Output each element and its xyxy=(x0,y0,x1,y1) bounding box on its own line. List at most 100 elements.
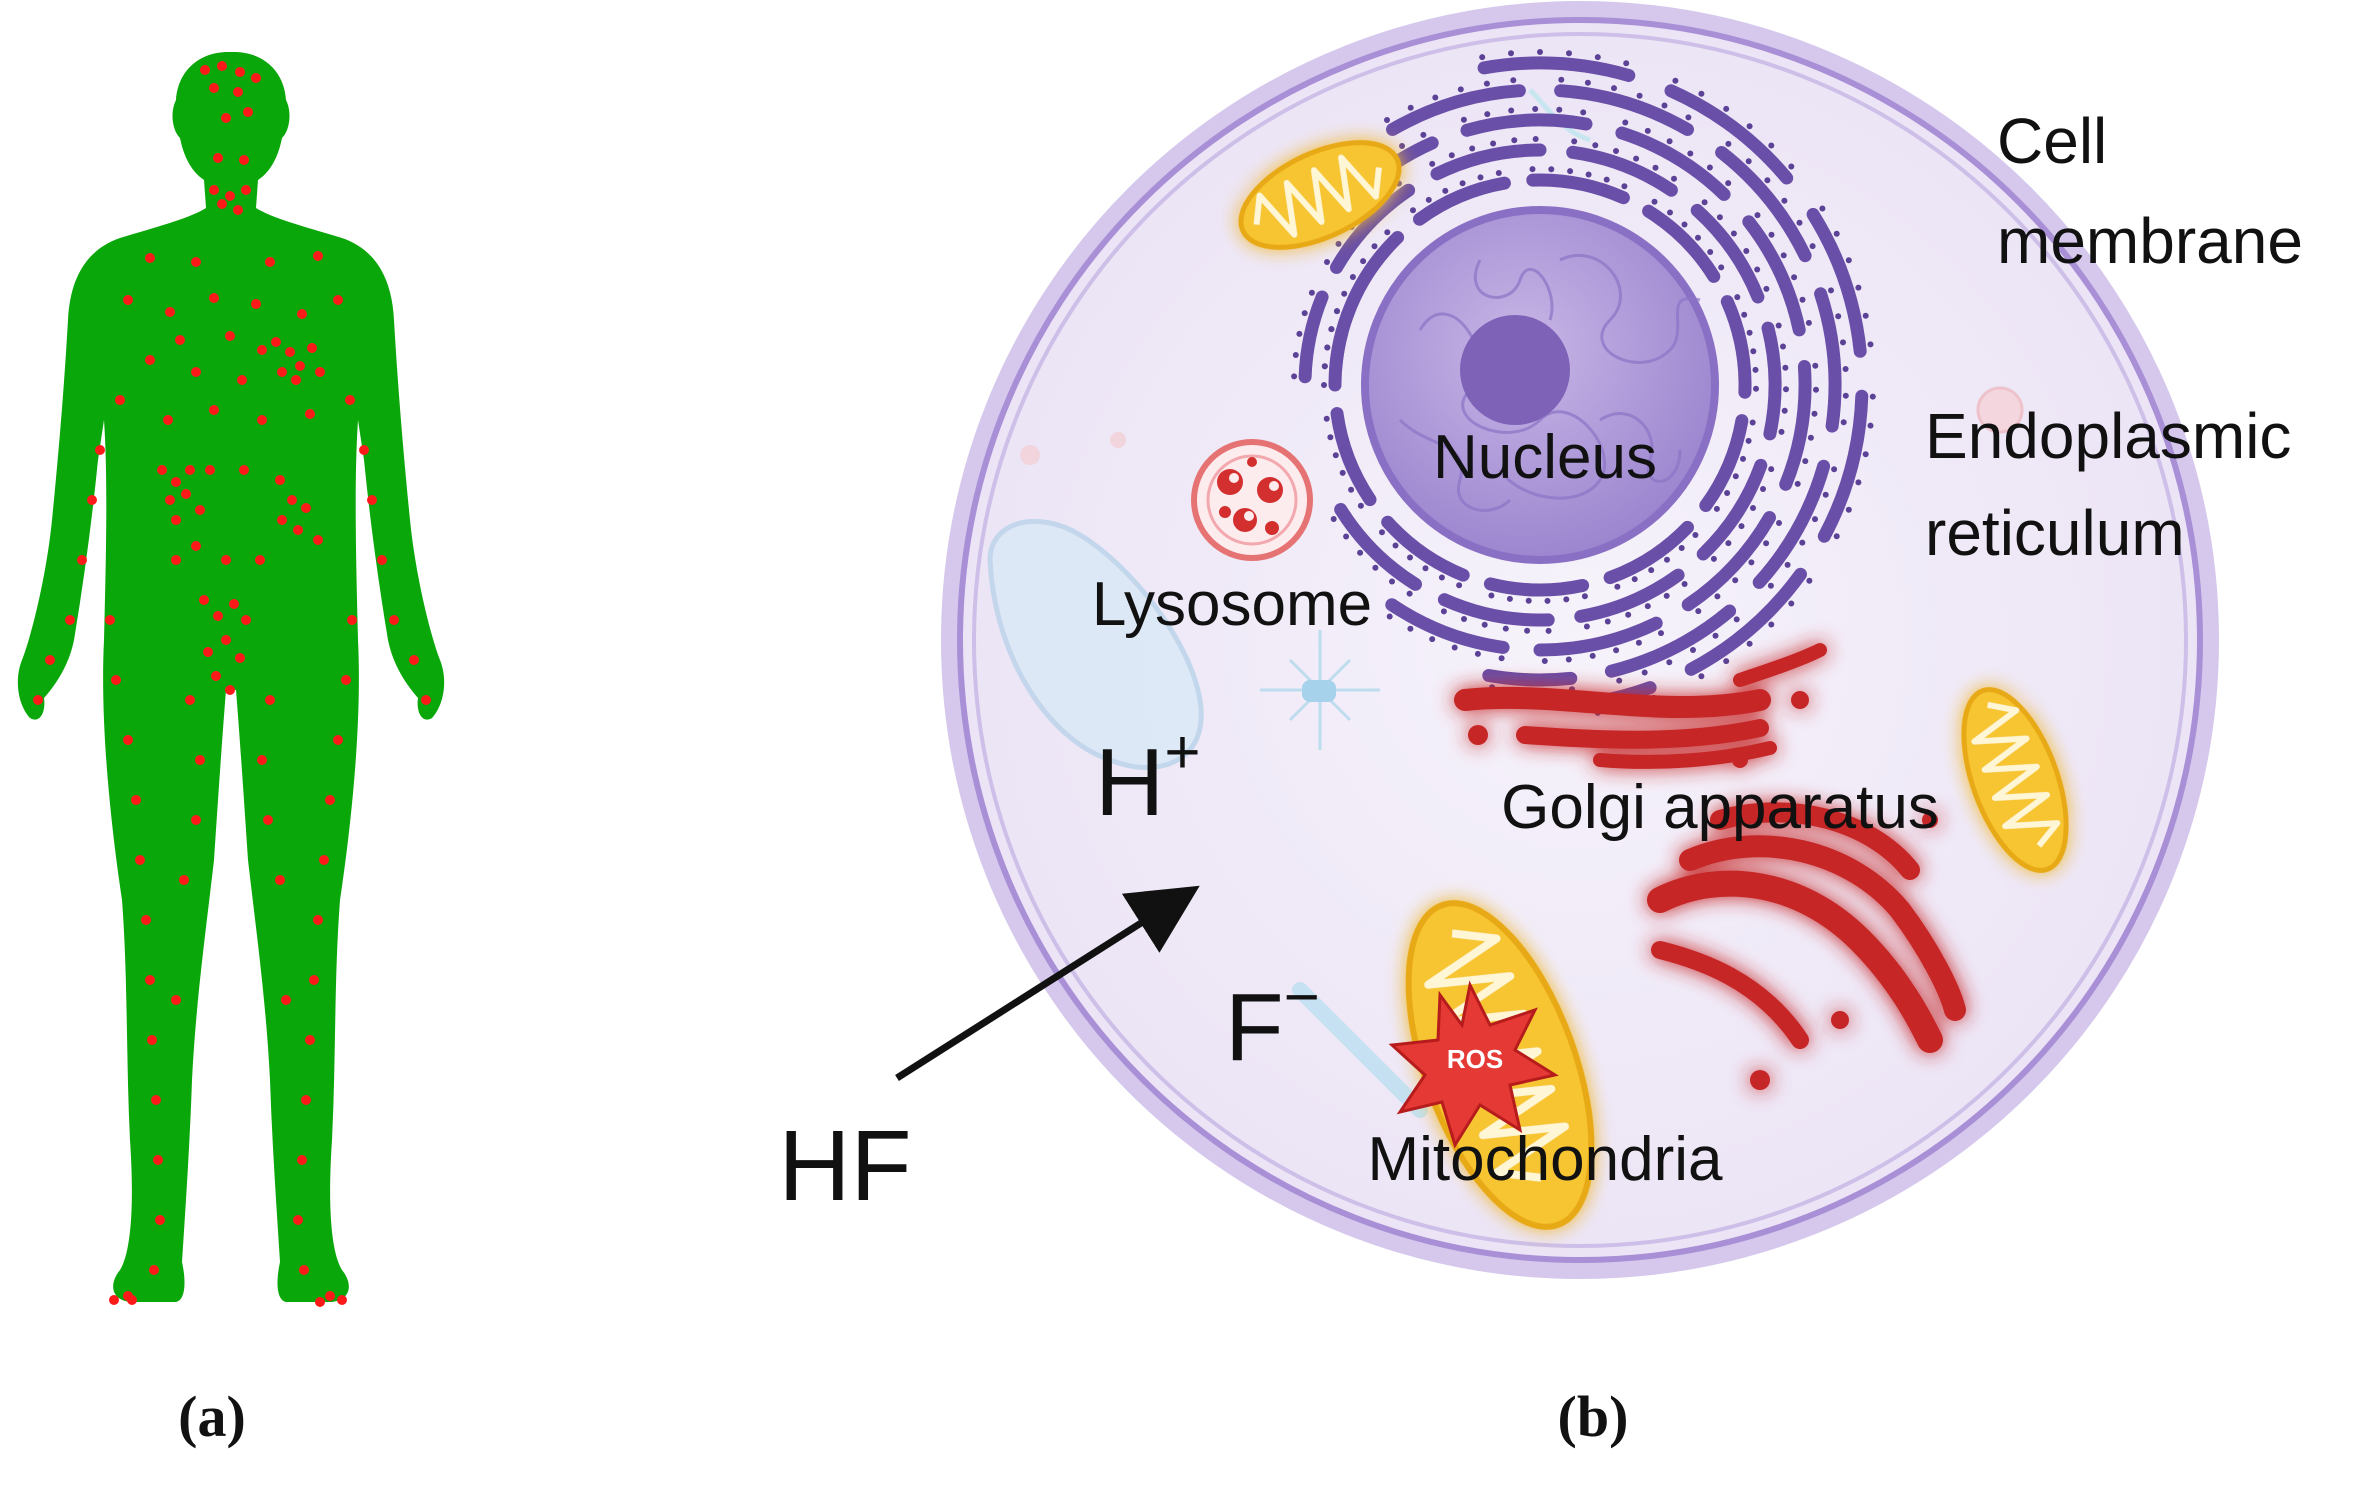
body-spot xyxy=(325,795,335,805)
er-cisterna xyxy=(1483,577,1590,597)
er-cisterna xyxy=(1604,604,1737,678)
body-spot xyxy=(307,343,317,353)
label-h-ion: H+ xyxy=(1095,718,1201,836)
body-spot xyxy=(313,535,323,545)
body-spot xyxy=(377,555,387,565)
er-cisterna xyxy=(1340,231,1405,322)
body-spot xyxy=(285,347,295,357)
body-spot xyxy=(141,915,151,925)
body-spot xyxy=(185,695,195,705)
ribosome-dot xyxy=(1484,111,1491,118)
label-cell-membrane-line2: membrane xyxy=(1997,205,2303,277)
ribosome-dot xyxy=(1308,289,1315,296)
ribosome-dot xyxy=(1799,539,1806,546)
label-lysosome: Lysosome xyxy=(1092,570,1372,639)
ribosome-dot xyxy=(1563,596,1570,603)
body-spot xyxy=(171,515,181,525)
ribosome-dot xyxy=(1301,310,1308,317)
ribosome-dot xyxy=(1477,174,1484,181)
ribosome-dot xyxy=(1725,180,1732,187)
body-spot xyxy=(105,615,115,625)
ribosome-dot xyxy=(1558,76,1565,83)
ribosome-dot xyxy=(1813,386,1819,393)
ribosome-dot xyxy=(1862,312,1869,319)
ribosome-dot xyxy=(1707,249,1714,255)
ribosome-dot xyxy=(1802,458,1809,465)
ribosome-dot xyxy=(1732,577,1739,584)
er-cisterna xyxy=(1690,203,1765,304)
er-cisterna xyxy=(1761,321,1782,441)
er-cisterna xyxy=(1413,176,1511,226)
vacuole-shape xyxy=(987,518,1204,770)
ribosome-dot xyxy=(1783,386,1789,393)
er-cisterna xyxy=(1699,414,1749,512)
ribosome-dot xyxy=(1809,243,1816,250)
ribosome-dot xyxy=(1457,86,1464,93)
er-cisterna xyxy=(1742,215,1806,337)
body-spot xyxy=(257,415,267,425)
ribosome-dot xyxy=(1420,131,1427,138)
ribosome-dot xyxy=(1389,578,1395,585)
ribosome-dot xyxy=(1422,565,1429,572)
body-spot xyxy=(165,307,175,317)
ribosome-dot xyxy=(1483,80,1490,87)
body-spot xyxy=(131,795,141,805)
ribosome-dot xyxy=(1867,422,1874,429)
ribosome-dot xyxy=(1658,630,1664,637)
body-spot xyxy=(65,615,75,625)
body-spot xyxy=(221,113,231,123)
er-cisterna xyxy=(1430,143,1547,181)
ribosome-dot xyxy=(1625,611,1632,618)
ribosome-dot xyxy=(1716,214,1723,221)
ribosome-dot xyxy=(1592,142,1599,149)
body-spot xyxy=(109,1295,119,1305)
ribosome-dot xyxy=(1548,166,1555,173)
label-er-line1: Endoplasmic xyxy=(1925,400,2291,472)
ribosome-dot xyxy=(1349,274,1356,280)
ribosome-dot xyxy=(1644,603,1651,610)
body-spot xyxy=(145,355,155,365)
body-spot xyxy=(251,299,261,309)
body-spot xyxy=(315,1297,325,1307)
ribosome-dot xyxy=(1840,339,1846,346)
ribosome-dot xyxy=(1812,362,1819,369)
ribosome-dot xyxy=(1855,479,1862,486)
ribosome-dot xyxy=(1746,640,1753,647)
ribosome-dot xyxy=(1784,561,1791,568)
ros-burst-icon xyxy=(1388,980,1559,1149)
body-spot xyxy=(157,465,167,475)
ribosome-dot xyxy=(1718,264,1725,271)
er-cisterna xyxy=(1566,145,1678,197)
body-spot xyxy=(77,555,87,565)
ribosome-dot xyxy=(1622,119,1629,126)
body-spot xyxy=(263,815,273,825)
cell-membrane-outer xyxy=(941,1,2219,1279)
ribosome-dot xyxy=(1695,234,1701,241)
ribosome-dot xyxy=(1291,373,1298,380)
ribosome-dot xyxy=(1621,183,1628,190)
label-mitochondria: Mitochondria xyxy=(1368,1125,1723,1194)
er-cisterna xyxy=(1298,290,1329,384)
f-ion-symbol: F xyxy=(1225,974,1284,1081)
ribosome-dot xyxy=(1794,480,1801,487)
ribosome-dot xyxy=(1782,364,1789,371)
ribosome-dot xyxy=(1768,231,1775,238)
body-spot xyxy=(389,615,399,625)
body-spot xyxy=(347,615,357,625)
ribosome-dot xyxy=(1776,520,1782,526)
body-spot xyxy=(277,515,287,525)
ribosome-dot xyxy=(1407,554,1413,561)
body-spot xyxy=(145,253,155,263)
ribosome-dot xyxy=(1488,592,1495,599)
ribosome-dot xyxy=(1292,352,1299,358)
er-cisterna xyxy=(1533,616,1663,657)
ribosome-dot xyxy=(1644,127,1651,134)
body-spot xyxy=(147,1035,157,1045)
ribosome-dot xyxy=(1819,205,1826,212)
ribosome-dot xyxy=(1324,259,1330,265)
body-spot xyxy=(297,1155,307,1165)
ribosome-dot xyxy=(1384,117,1390,123)
ribosome-dot xyxy=(1752,366,1759,373)
body-spot xyxy=(209,83,219,93)
ribosome-dot xyxy=(1603,176,1610,183)
